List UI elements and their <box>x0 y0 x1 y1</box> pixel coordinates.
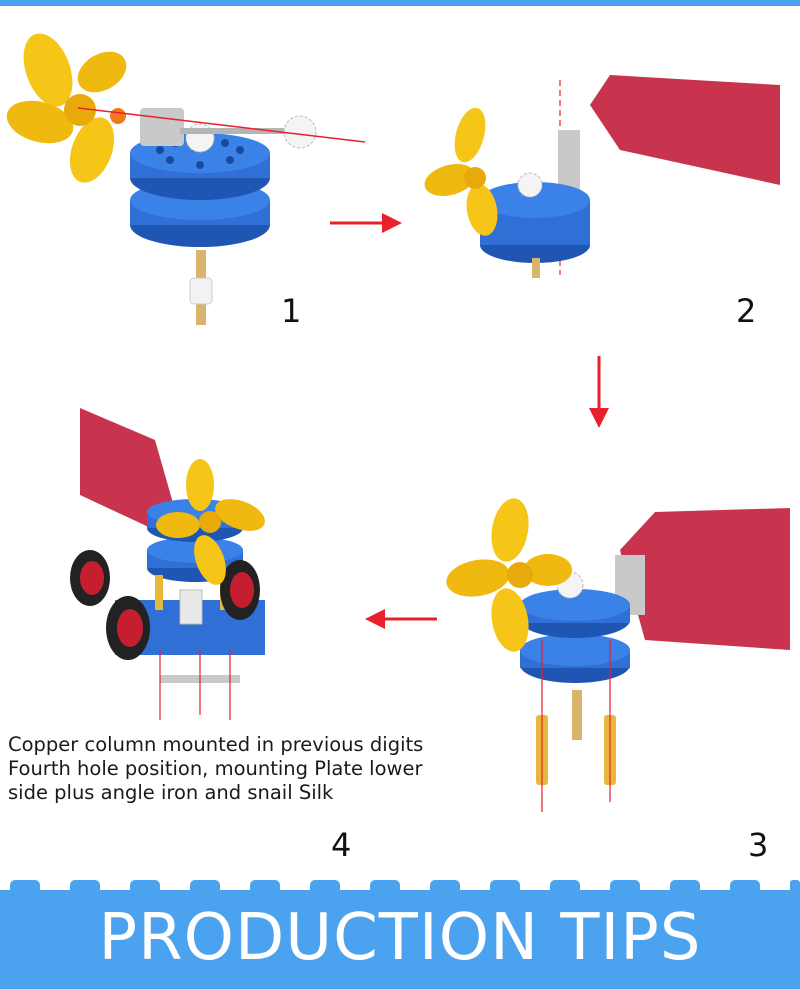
step-number-2: 2 <box>736 292 757 330</box>
banner-title: PRODUCTION TIPS <box>98 901 702 975</box>
description-line: Fourth hole position, mounting Plate low… <box>8 757 423 780</box>
step-number-4: 4 <box>331 826 352 864</box>
wind-vane-icon <box>80 408 175 530</box>
wind-vane-icon <box>620 508 790 650</box>
top-accent-bar <box>0 0 800 6</box>
step-3-illustration <box>446 498 790 812</box>
axle <box>180 128 300 134</box>
description-line: side plus angle iron and snail Silk <box>8 781 334 804</box>
step-1-illustration <box>6 33 366 325</box>
gear-icon <box>517 172 543 198</box>
description-line: Copper column mounted in previous digits <box>8 733 424 756</box>
step-number-3: 3 <box>748 826 769 864</box>
fan-blade-icon <box>424 107 498 236</box>
arrow-left-icon <box>365 609 437 629</box>
step-4-illustration <box>70 408 265 720</box>
arrow-down-icon <box>589 356 609 428</box>
disc-top <box>480 182 590 218</box>
worm-screw <box>189 277 213 305</box>
arrow-right-icon <box>330 213 402 233</box>
guide-line <box>77 107 366 143</box>
wheel-icon <box>70 550 260 660</box>
fan-blade-icon <box>156 459 265 585</box>
wind-vane-icon <box>590 75 780 185</box>
fan-blade-icon <box>6 33 127 183</box>
angle-bracket <box>140 108 184 146</box>
step-2-illustration <box>424 75 780 278</box>
step-4-description: Copper column mounted in previous digits… <box>8 733 468 805</box>
step-number-1: 1 <box>281 292 302 330</box>
fan-blade-icon <box>446 498 572 652</box>
production-tips-banner <box>0 880 800 989</box>
disc-top <box>520 589 630 621</box>
small-gear-icon <box>283 115 317 149</box>
angle-bracket <box>558 130 580 200</box>
